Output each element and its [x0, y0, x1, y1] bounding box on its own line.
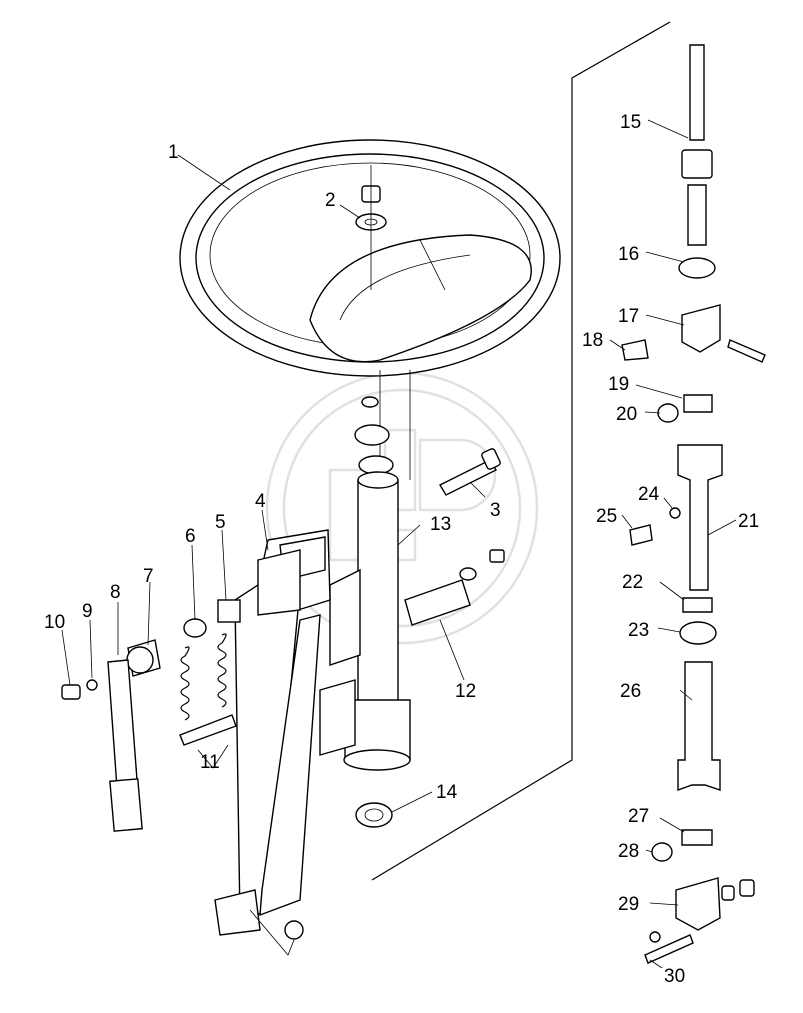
label-8: 8 — [110, 582, 121, 603]
label-5: 5 — [215, 512, 226, 533]
label-14: 14 — [436, 782, 458, 803]
bolt-3 — [439, 448, 501, 496]
label-9: 9 — [82, 601, 93, 622]
label-23: 23 — [628, 620, 649, 641]
label-24: 24 — [638, 484, 660, 505]
label-1: 1 — [168, 142, 179, 163]
label-3: 3 — [490, 500, 501, 521]
label-21: 21 — [738, 511, 759, 532]
shaft-15 — [681, 44, 713, 246]
label-22: 22 — [622, 572, 643, 593]
label-2: 2 — [325, 190, 336, 211]
label-27: 27 — [628, 806, 649, 827]
label-4: 4 — [255, 491, 266, 512]
label-19: 19 — [608, 374, 629, 395]
label-13: 13 — [430, 514, 451, 535]
part-labels: 1 2 3 4 5 6 7 8 9 10 11 12 13 14 15 16 1… — [44, 112, 759, 987]
label-15: 15 — [620, 112, 641, 133]
label-6: 6 — [185, 526, 196, 547]
label-12: 12 — [455, 681, 476, 702]
label-17: 17 — [618, 306, 639, 327]
steering-wheel — [179, 139, 561, 377]
label-29: 29 — [618, 894, 639, 915]
label-26: 26 — [620, 681, 641, 702]
label-28: 28 — [618, 841, 639, 862]
label-16: 16 — [618, 244, 639, 265]
label-7: 7 — [143, 566, 154, 587]
label-25: 25 — [596, 506, 617, 527]
leader-lines — [61, 119, 737, 969]
label-20: 20 — [616, 404, 637, 425]
label-11: 11 — [200, 752, 220, 773]
label-10: 10 — [44, 612, 65, 633]
steering-column — [343, 471, 411, 771]
label-18: 18 — [582, 330, 603, 351]
group-boundary-line — [371, 21, 671, 881]
label-30: 30 — [664, 966, 685, 987]
pedal-frame — [214, 529, 331, 936]
